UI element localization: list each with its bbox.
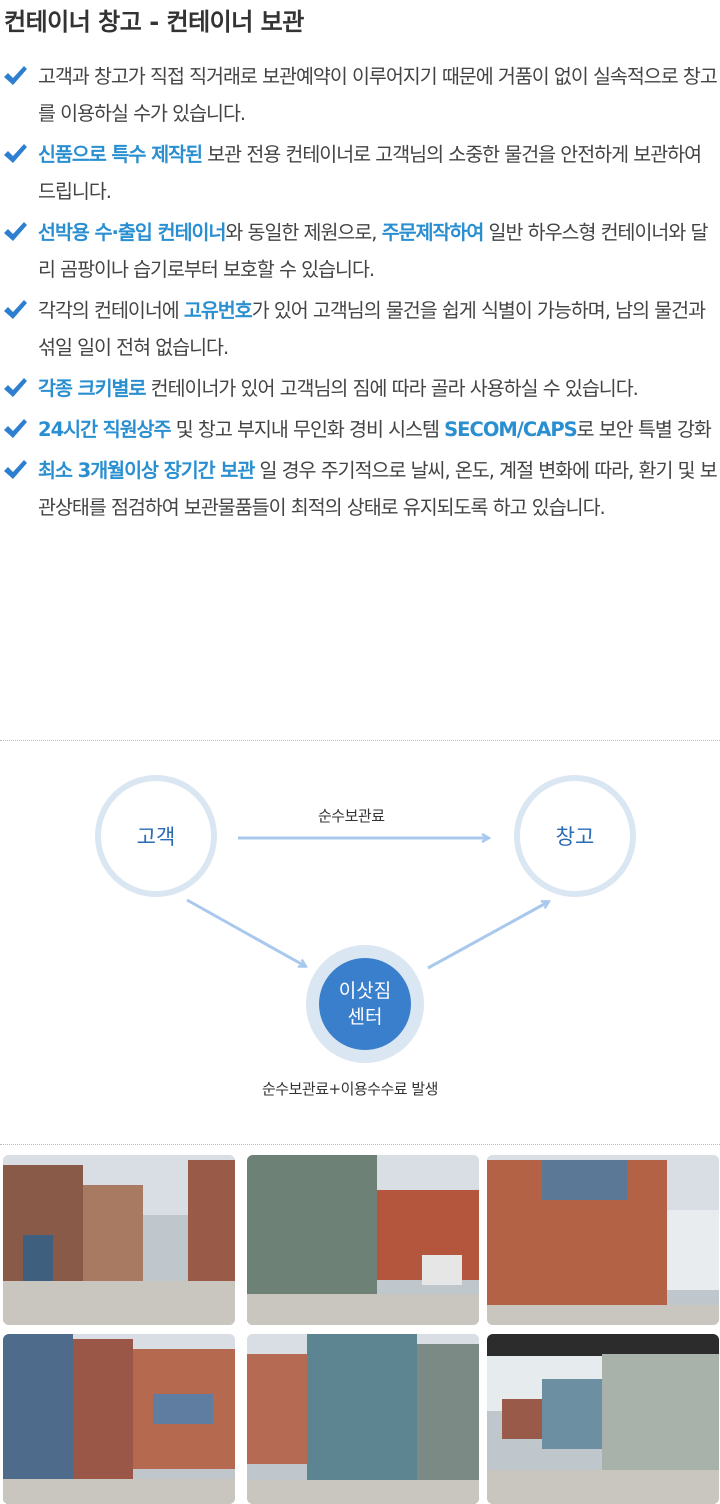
checkmark-icon <box>4 222 27 241</box>
container-yard-photo-4 <box>3 1334 235 1504</box>
section-divider <box>0 740 720 741</box>
moving-center-circle: 이삿짐 센터 <box>319 958 411 1050</box>
feature-text: 일 경우 주기적으로 날씨, 온도, 계절 변화에 따라, 환기 및 보관상태를… <box>38 459 718 519</box>
checkmark-icon <box>4 460 27 479</box>
center-label-line1: 이삿짐 <box>338 980 392 1002</box>
feature-item: 고객과 창고가 직접 직거래로 보관예약이 이루어지기 때문에 거품이 없이 실… <box>0 58 720 132</box>
page-title: 컨테이너 창고 - 컨테이너 보관 <box>4 8 304 36</box>
feature-highlight: 24시간 직원상주 <box>38 418 172 441</box>
feature-highlight: 신품으로 특수 제작된 <box>38 143 203 166</box>
arrow-center-to-warehouse <box>427 902 548 970</box>
feature-text: 로 보안 특별 강화 <box>576 418 712 441</box>
feature-highlight: 고유번호 <box>183 299 253 322</box>
checkmark-icon <box>4 378 27 397</box>
indirect-fee-label: 순수보관료+이용수수료 발생 <box>262 1080 438 1098</box>
feature-highlight: SECOM/CAPS <box>444 418 578 441</box>
checkmark-icon <box>4 419 27 438</box>
moving-center-node: 이삿짐 센터 <box>306 945 424 1063</box>
flow-arrows <box>186 745 720 970</box>
feature-text: 와 동일한 제원으로, <box>225 221 382 244</box>
feature-highlight: 선박용 수·출입 컨테이너 <box>38 221 226 244</box>
feature-text: 및 창고 부지내 무인화 경비 시스템 <box>170 418 445 441</box>
customer-label: 고객 <box>136 825 176 849</box>
feature-text: 고객과 창고가 직접 직거래로 보관예약이 이루어지기 때문에 거품이 없이 실… <box>38 65 718 125</box>
container-yard-photo-6 <box>487 1334 719 1504</box>
section-divider-2 <box>0 1144 720 1145</box>
feature-item: 각각의 컨테이너에 고유번호가 있어 고객님의 물건을 쉽게 식별이 가능하며,… <box>0 292 720 366</box>
arrow-customer-to-center <box>186 898 305 966</box>
container-yard-photo-2 <box>247 1155 479 1325</box>
checkmark-icon <box>4 300 27 319</box>
feature-item: 신품으로 특수 제작된 보관 전용 컨테이너로 고객님의 소중한 물건을 안전하… <box>0 136 720 210</box>
feature-highlight: 주문제작하여 <box>381 221 485 244</box>
feature-item: 각종 크키별로 컨테이너가 있어 고객님의 짐에 따라 골라 사용하실 수 있습… <box>0 370 720 407</box>
direct-fee-label: 순수보관료 <box>318 807 385 825</box>
container-yard-photo-1 <box>3 1155 235 1325</box>
feature-text: 보관 전용 컨테이너로 고객님의 소중한 물건을 안전하게 보관하여 드립니다. <box>38 143 702 203</box>
customer-node: 고객 <box>95 775 217 897</box>
center-label-line2: 센터 <box>347 1006 383 1028</box>
photo-grid <box>0 1152 720 1504</box>
flow-diagram: 순수보관료 고객 창고 이삿짐 센터 순수보관료+이용수수료 발생 <box>0 745 720 1140</box>
feature-text: 가 있어 고객님의 물건을 쉽게 식별이 가능하며, 남의 물건과 섞일 일이 … <box>38 299 706 359</box>
feature-item: 최소 3개월이상 장기간 보관 일 경우 주기적으로 날씨, 온도, 계절 변화… <box>0 452 720 526</box>
checkmark-icon <box>4 144 27 163</box>
feature-highlight: 최소 3개월이상 장기간 보관 <box>38 459 255 482</box>
checkmark-icon <box>4 66 27 85</box>
feature-highlight: 각종 크키별로 <box>38 377 146 400</box>
warehouse-node: 창고 <box>514 775 636 897</box>
feature-text: 일반 하우스형 컨테이너와 달리 곰팡이나 습기로부터 보호할 수 있습니다. <box>38 221 708 281</box>
container-yard-photo-5 <box>247 1334 479 1504</box>
container-yard-photo-3 <box>487 1155 719 1325</box>
warehouse-label: 창고 <box>555 825 595 849</box>
feature-list: 고객과 창고가 직접 직거래로 보관예약이 이루어지기 때문에 거품이 없이 실… <box>0 58 720 530</box>
feature-text: 컨테이너가 있어 고객님의 짐에 따라 골라 사용하실 수 있습니다. <box>145 377 639 400</box>
feature-text: 각각의 컨테이너에 <box>38 299 184 322</box>
feature-item: 24시간 직원상주 및 창고 부지내 무인화 경비 시스템 SECOM/CAPS… <box>0 411 720 448</box>
feature-item: 선박용 수·출입 컨테이너와 동일한 제원으로, 주문제작하여 일반 하우스형 … <box>0 214 720 288</box>
